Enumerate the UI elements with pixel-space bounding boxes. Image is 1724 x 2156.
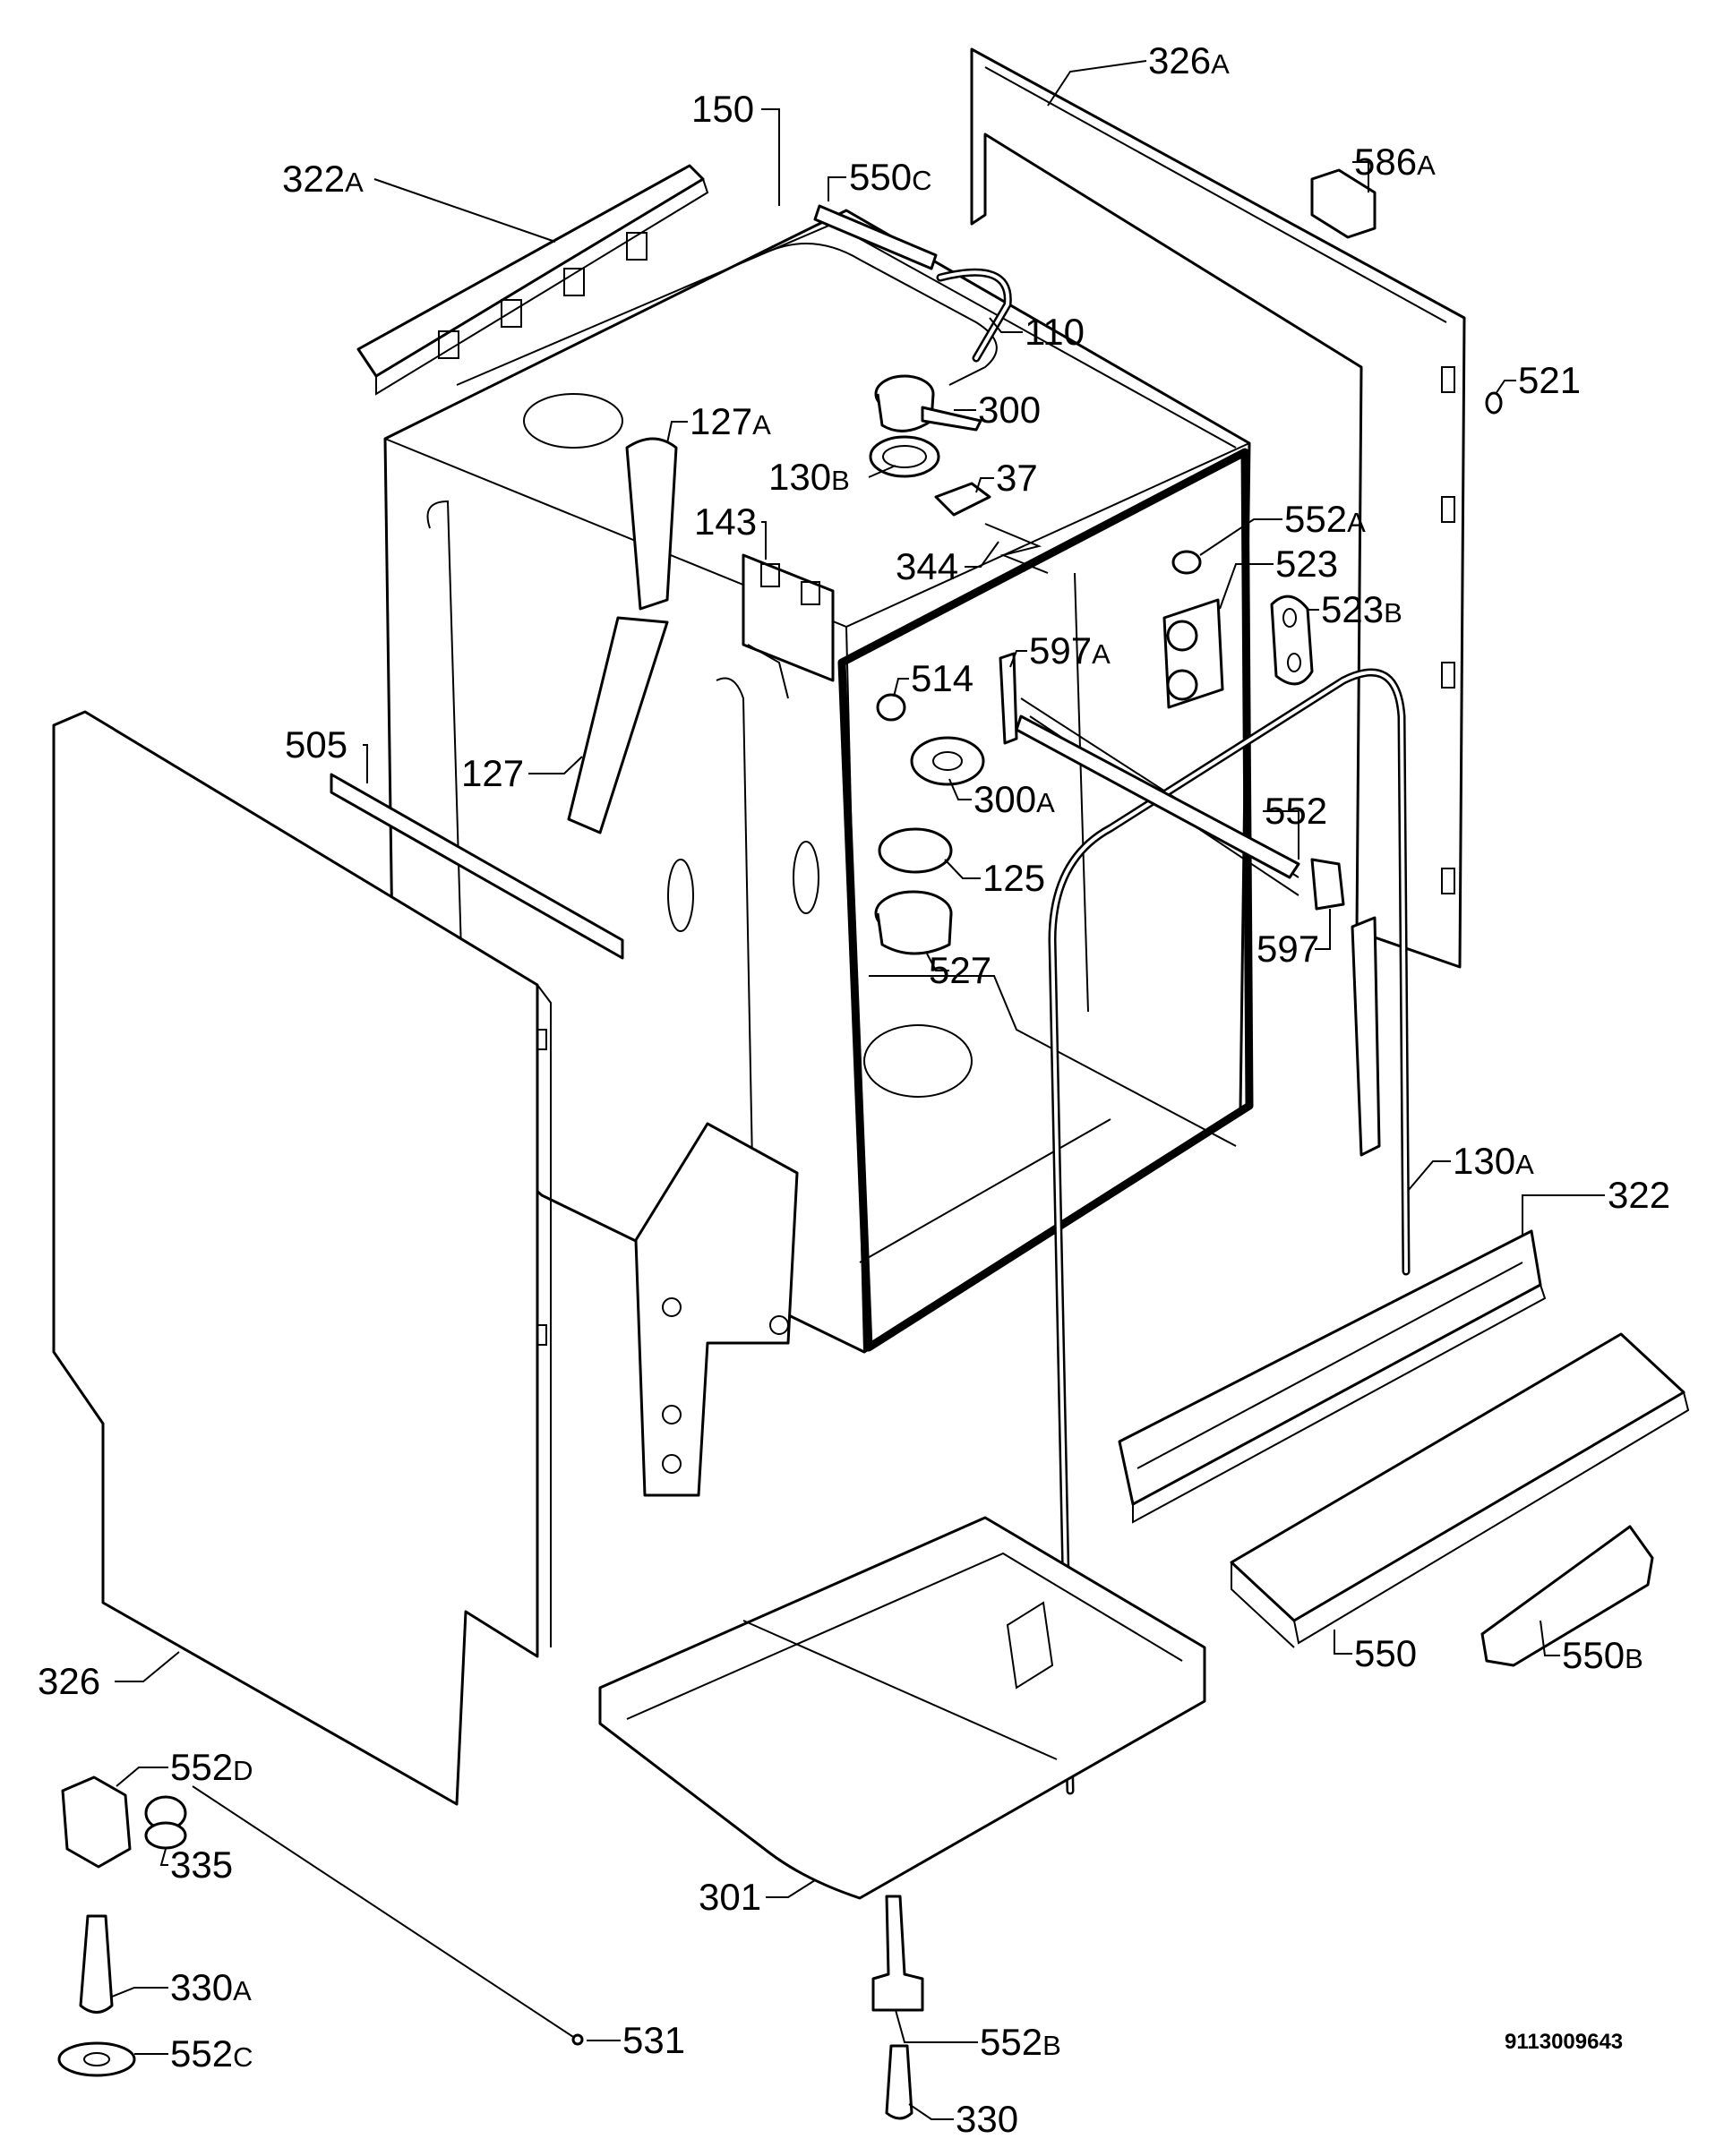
part-322-rail [1118, 1229, 1547, 1524]
part-344-spring [984, 523, 1049, 574]
part-597a-latch [999, 652, 1018, 745]
label-552d: 552D [170, 1746, 253, 1788]
part-523-connector [1162, 598, 1224, 709]
part-550b-bracket [1480, 1525, 1654, 1667]
part-330-screw [885, 2044, 913, 2120]
label-150: 150 [691, 88, 754, 130]
label-531: 531 [622, 2019, 685, 2061]
label-552: 552 [1265, 790, 1327, 832]
part-597-clip [1310, 858, 1345, 911]
label-125: 125 [982, 857, 1045, 899]
label-300: 300 [978, 389, 1041, 431]
part-labels: 326A 150 550C 586A 322A 110 521 300 127A… [38, 39, 1670, 2140]
label-586a: 586A [1354, 141, 1436, 183]
part-127a-duct [625, 437, 678, 611]
label-550: 550 [1354, 1632, 1417, 1674]
part-550c-tube [813, 204, 938, 270]
part-330a-screw [79, 1914, 114, 2014]
part-505-strip [330, 773, 624, 960]
label-550c: 550C [849, 156, 931, 198]
label-130b: 130B [768, 456, 850, 498]
label-597a: 597A [1029, 629, 1111, 672]
part-552d-foot [61, 1775, 132, 1869]
label-322a: 322A [282, 158, 364, 200]
part-326a-back-frame [970, 47, 1466, 969]
hinge-bracket [634, 1122, 799, 1497]
part-552a-knob [1171, 550, 1202, 575]
part-514-grommet [876, 693, 906, 722]
part-130a-door-seal [1048, 668, 1411, 1795]
part-322a-top-strip [356, 164, 709, 396]
label-505: 505 [285, 723, 347, 766]
part-550-plinth [1230, 1332, 1690, 1648]
label-335: 335 [170, 1844, 233, 1886]
part-335-gear [144, 1795, 187, 1850]
label-552b: 552B [980, 2021, 1061, 2063]
label-552a: 552A [1284, 498, 1366, 540]
parts-drawing [52, 47, 1690, 2120]
label-330a: 330A [170, 1966, 252, 2008]
label-300a: 300A [974, 778, 1055, 820]
part-527-filter-housing [874, 890, 953, 955]
label-322: 322 [1608, 1174, 1670, 1216]
part-301-base [598, 1516, 1206, 1900]
label-527: 527 [929, 949, 991, 991]
label-301: 301 [699, 1876, 761, 1918]
label-514: 514 [911, 657, 974, 699]
label-127a: 127A [690, 400, 771, 442]
label-37: 37 [996, 457, 1038, 499]
part-300-valve [874, 374, 982, 432]
label-523b: 523B [1321, 588, 1402, 630]
label-344: 344 [896, 545, 958, 587]
part-130b-ring [869, 435, 940, 478]
tub-front-frame [837, 448, 1254, 1352]
label-552c: 552C [170, 2032, 253, 2075]
label-597: 597 [1257, 928, 1319, 970]
reference-code: 9113009643 [1505, 2030, 1623, 2054]
part-552b-leg [871, 1895, 924, 2012]
label-550b: 550B [1562, 1634, 1643, 1676]
label-130a: 130A [1453, 1140, 1534, 1182]
right-side-bracket [1351, 916, 1381, 1157]
part-300a-valve-plate [910, 736, 985, 786]
part-127-duct [567, 616, 669, 834]
part-552c-disc [57, 2041, 136, 2077]
label-326: 326 [38, 1660, 100, 1702]
label-127: 127 [461, 752, 524, 794]
part-523b-gasket [1270, 595, 1314, 686]
label-143: 143 [694, 500, 757, 543]
part-326-side-panel [52, 710, 552, 1806]
label-523: 523 [1275, 543, 1338, 585]
label-326a: 326A [1148, 39, 1230, 81]
part-143-bracket [742, 553, 835, 699]
part-586a-clip [1310, 168, 1377, 239]
leader-lines [111, 60, 1605, 2120]
part-531-rod [192, 1785, 574, 2038]
part-125-gasket [878, 827, 953, 874]
label-521: 521 [1518, 359, 1581, 401]
label-330: 330 [956, 2098, 1018, 2140]
label-110: 110 [1025, 311, 1085, 353]
part-521-clip [1485, 391, 1503, 415]
part-552-rail [1015, 714, 1300, 879]
